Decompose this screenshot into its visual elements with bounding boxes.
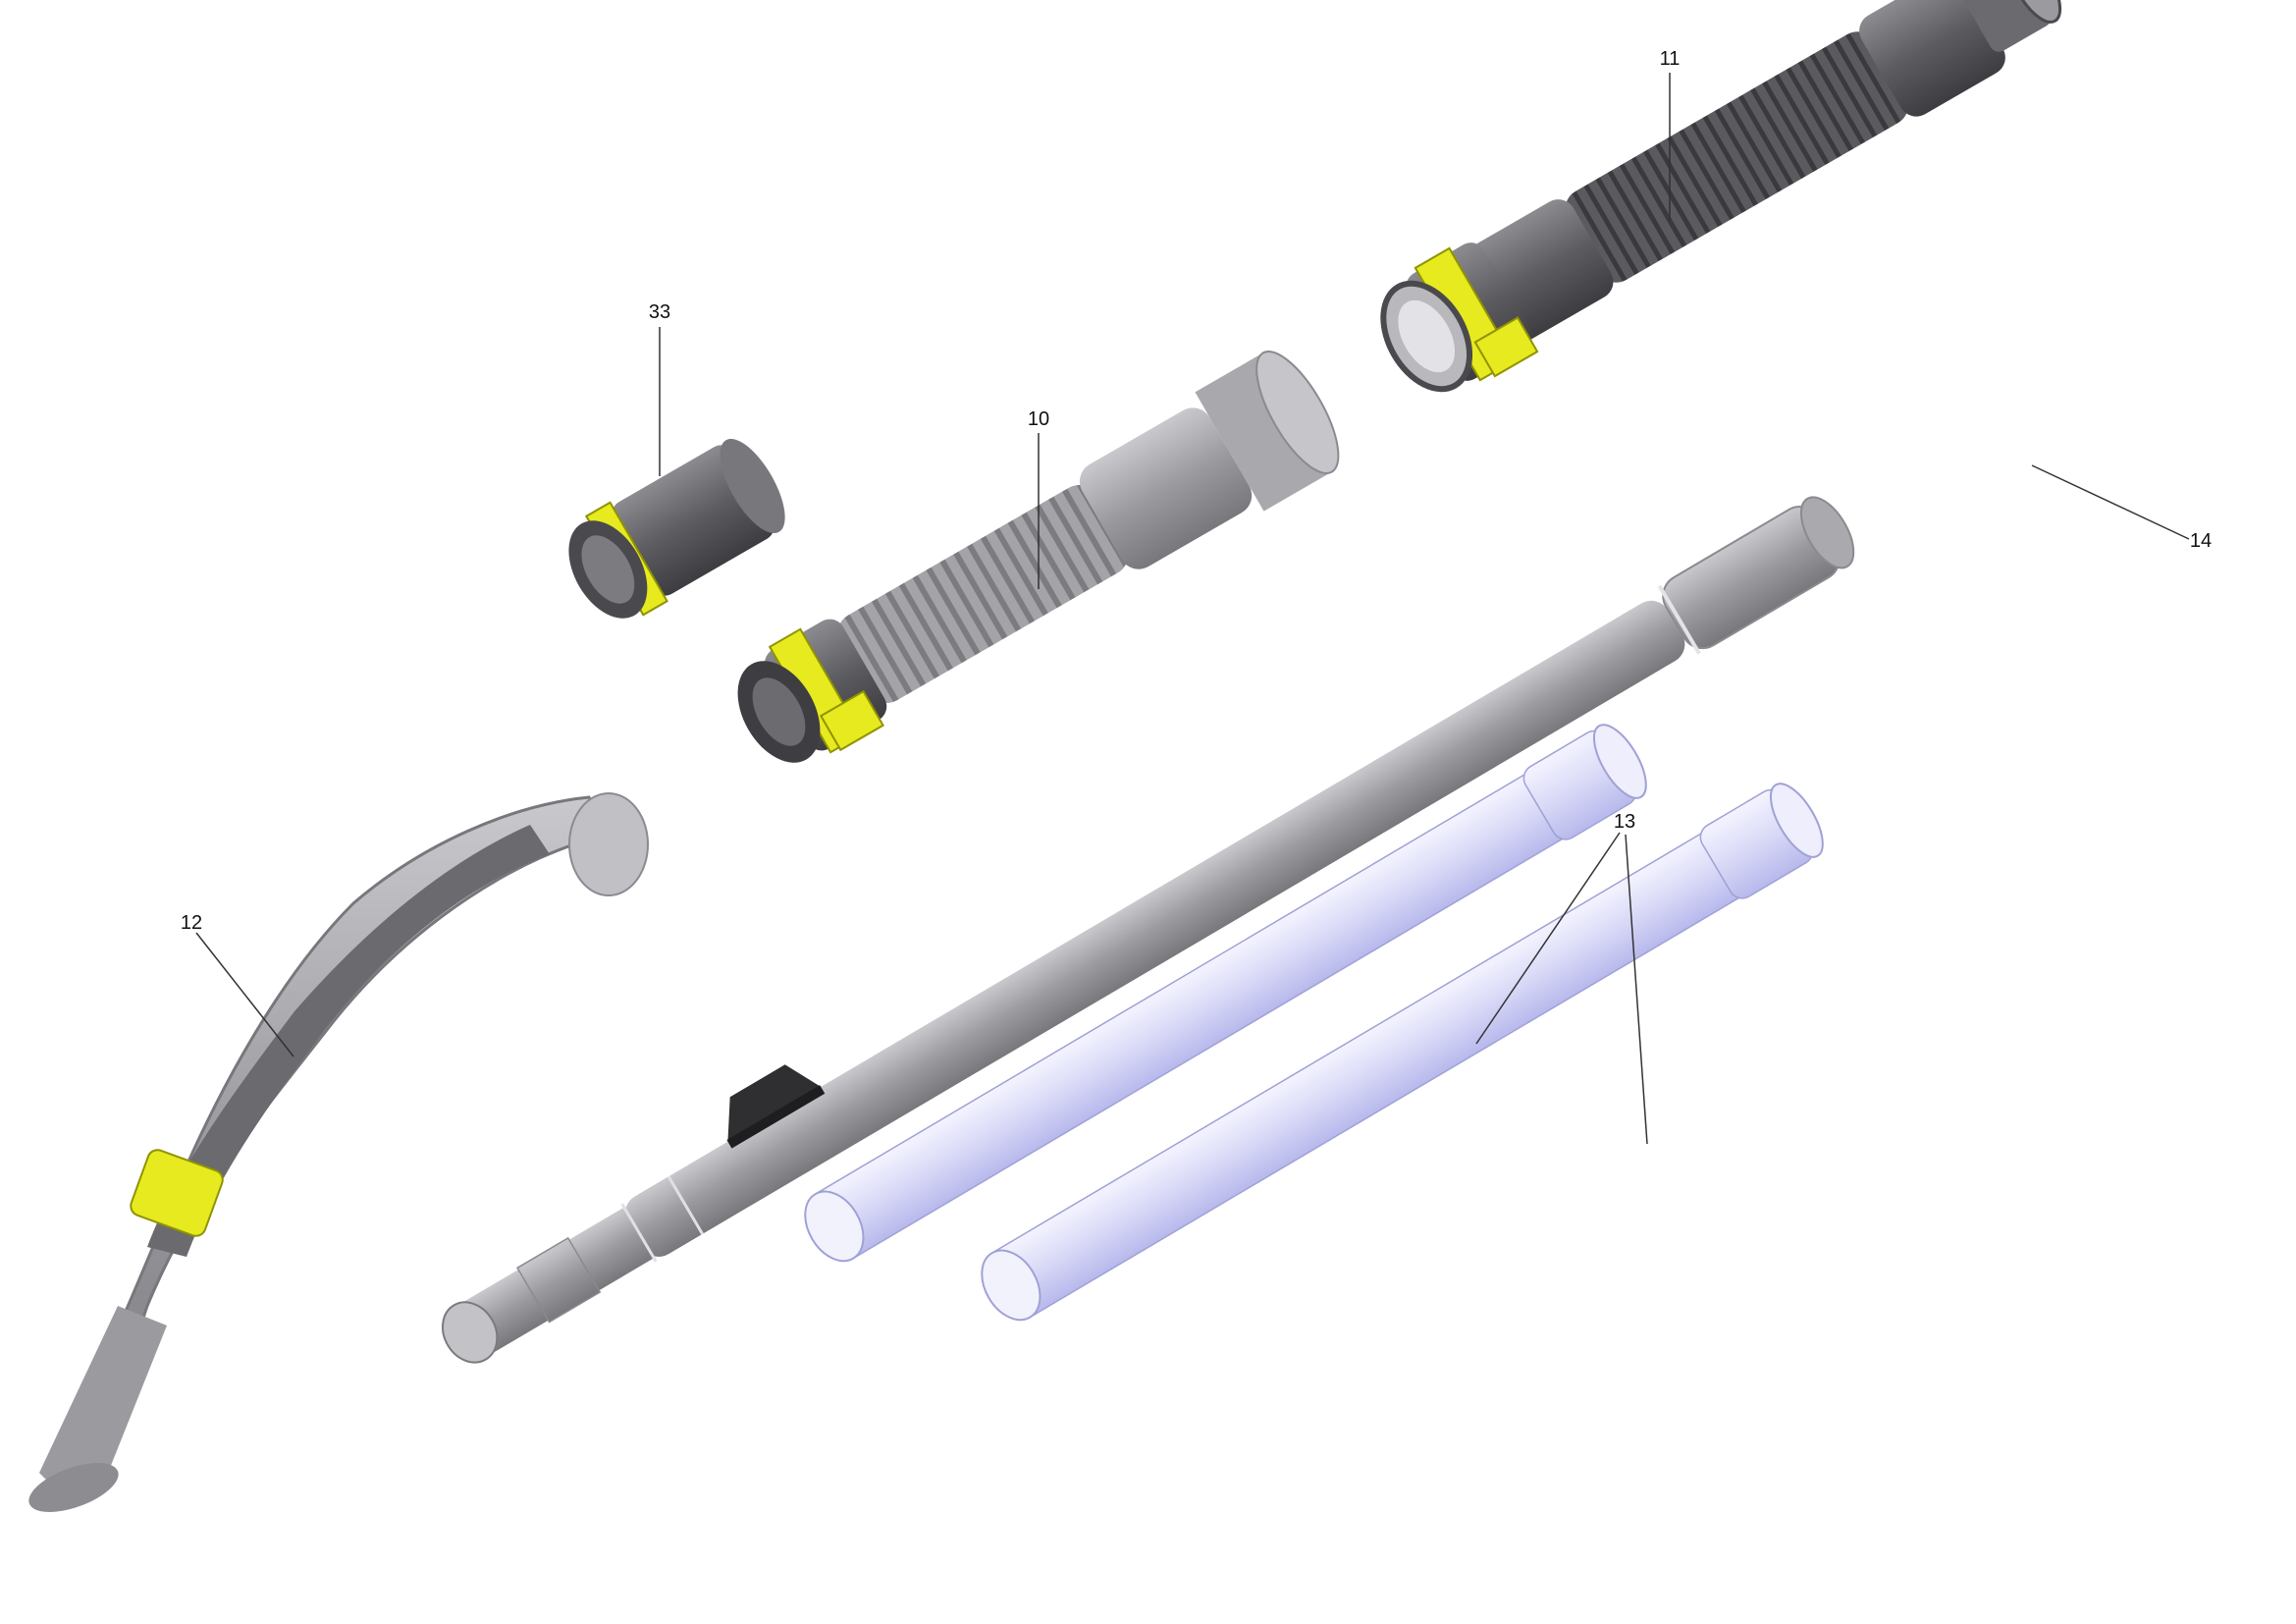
callout-label-14: 14 xyxy=(2190,530,2212,552)
callout-13: 13 xyxy=(1475,811,1648,1145)
corrugated-hose-icon xyxy=(1380,0,2062,393)
callout-14: 14 xyxy=(2031,464,2212,552)
callout-label-10: 10 xyxy=(1028,408,1049,430)
telescopic-tube-icon xyxy=(441,496,1855,1364)
callout-10: 10 xyxy=(1028,408,1049,589)
flexible-hose-segment-icon xyxy=(737,351,1340,763)
callout-label-33: 33 xyxy=(649,301,670,323)
callout-12: 12 xyxy=(181,912,294,1057)
callout-label-13: 13 xyxy=(1614,811,1635,833)
callout-11: 11 xyxy=(1660,48,1681,221)
hose-connector-icon xyxy=(568,438,785,619)
callout-33: 33 xyxy=(649,301,670,476)
extension-tube-icon xyxy=(804,724,1824,1322)
callout-label-12: 12 xyxy=(181,912,202,934)
callout-label-11: 11 xyxy=(1660,48,1681,70)
curved-handle-icon xyxy=(28,792,649,1512)
